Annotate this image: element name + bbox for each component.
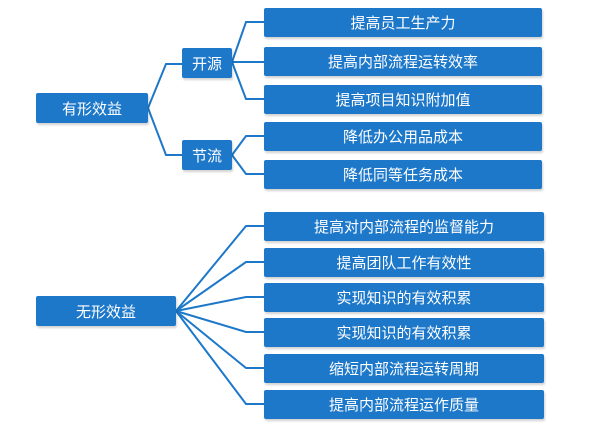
intangible-item-5: 缩短内部流程运转周期 <box>264 354 544 383</box>
jieliu-item-2: 降低同等任务成本 <box>264 160 542 189</box>
connector-jieliu-item-2 <box>231 154 264 175</box>
connector-kaiyuan-item-3 <box>231 61 264 100</box>
connector-intangible-item-4 <box>175 310 264 333</box>
connector-intangible-item-5 <box>175 310 264 369</box>
jieliu-item-1: 降低办公用品成本 <box>264 122 542 151</box>
connector-jieliu-item-1 <box>231 135 264 156</box>
kaiyuan-item-3: 提高项目知识附加值 <box>264 85 542 114</box>
intangible-item-1: 提高对内部流程的监督能力 <box>264 212 544 241</box>
kaiyuan-item-1: 提高员工生产力 <box>264 8 542 37</box>
kaiyuan-item-2: 提高内部流程运转效率 <box>264 47 542 76</box>
connector-intangible-item-6 <box>175 310 264 405</box>
intangible-item-6: 提高内部流程运作质量 <box>264 390 544 419</box>
intangible-item-3: 实现知识的有效积累 <box>264 283 544 312</box>
group-kaiyuan-node: 开源 <box>182 48 232 78</box>
group-jieliu-node: 节流 <box>182 140 232 170</box>
connector-tangible-jieliu <box>147 107 182 156</box>
connector-intangible-item-3 <box>175 296 264 312</box>
intangible-benefit-node: 无形效益 <box>36 296 176 326</box>
intangible-item-4: 实现知识的有效积累 <box>264 318 544 347</box>
connector-tangible-kaiyuan <box>147 63 182 109</box>
tangible-benefit-node: 有形效益 <box>36 93 148 123</box>
connector-kaiyuan-item-1 <box>231 21 264 63</box>
intangible-item-2: 提高团队工作有效性 <box>264 248 544 277</box>
connector-intangible-item-2 <box>175 261 264 312</box>
connector-intangible-item-1 <box>175 225 264 312</box>
